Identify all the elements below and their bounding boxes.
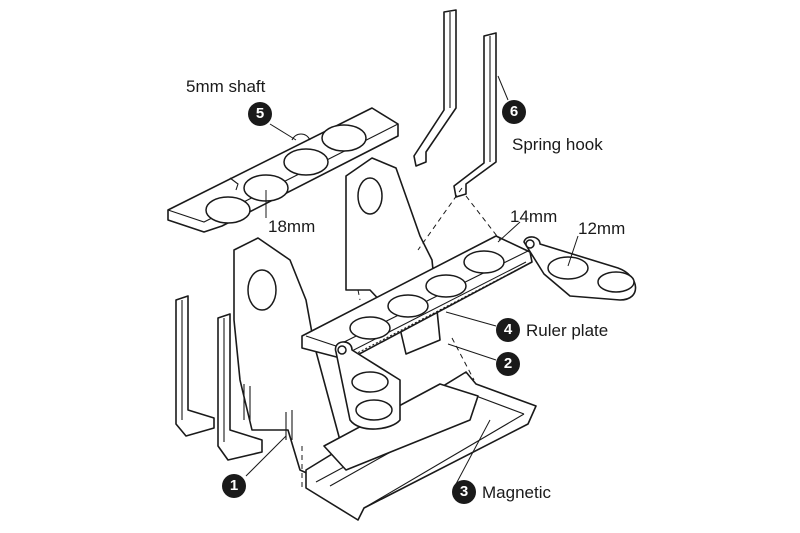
- assembly-line-c: [451, 337, 475, 381]
- leader-14mm: [497, 221, 521, 243]
- assembly-line-e: [357, 289, 361, 301]
- label-spring-hook: Spring hook: [512, 135, 603, 154]
- spring-hook-left: [413, 9, 457, 167]
- top-plate: [167, 107, 399, 233]
- left-bracket-front: [217, 313, 263, 461]
- wrench-plate-left: [334, 341, 401, 430]
- ruler-plate: [301, 235, 533, 361]
- label-ruler-plate: Ruler plate: [526, 321, 609, 340]
- label-5mm-shaft: 5mm shaft: [186, 77, 266, 96]
- label-magnetic: Magnetic: [482, 483, 551, 502]
- wrench-plate-right: [523, 236, 637, 301]
- leader-6: [497, 75, 509, 101]
- assembly-line-b: [465, 195, 501, 241]
- leader-2: [447, 343, 497, 361]
- badge-4: 4: [496, 318, 520, 342]
- left-bracket-back: [175, 295, 215, 437]
- leader-1: [245, 435, 287, 477]
- assembly-line-a: [417, 187, 463, 251]
- badge-1: 1: [222, 474, 246, 498]
- label-12mm: 12mm: [578, 219, 626, 238]
- badge-3: 3: [452, 480, 476, 504]
- spring-hook-right: [453, 32, 497, 198]
- leader-5: [269, 123, 297, 141]
- badge-2: 2: [496, 352, 520, 376]
- badge-6: 6: [502, 100, 526, 124]
- leader-12mm: [567, 235, 579, 267]
- leader-4: [445, 311, 497, 327]
- label-18mm: 18mm: [268, 217, 316, 236]
- leader-3: [455, 419, 491, 485]
- badge-5: 5: [248, 102, 272, 126]
- connector-plate: [323, 383, 479, 471]
- label-14mm: 14mm: [510, 207, 558, 226]
